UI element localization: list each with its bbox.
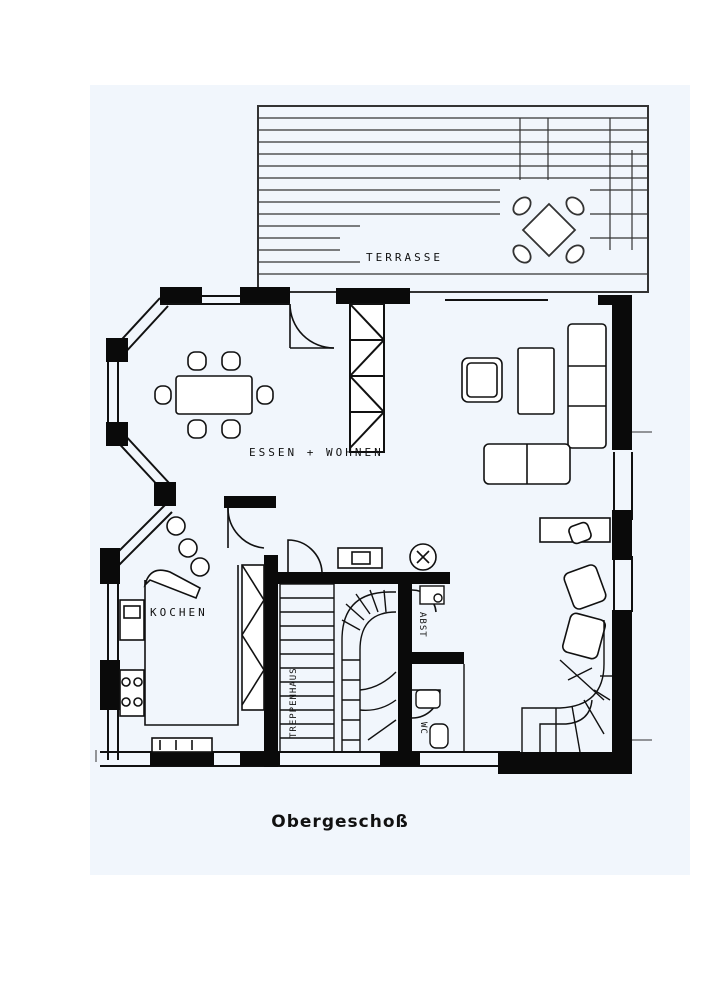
terrace-decking bbox=[258, 117, 648, 275]
stairwell-label: TREPPENHAUS bbox=[289, 667, 299, 738]
main-staircase bbox=[279, 583, 397, 753]
solid-walls bbox=[100, 287, 632, 774]
living-furniture bbox=[461, 323, 611, 660]
wc-label: WC bbox=[418, 722, 428, 735]
dining-set bbox=[154, 351, 274, 439]
kitchen-label: KOCHEN bbox=[150, 606, 208, 619]
living-label: ESSEN + WOHNEN bbox=[249, 446, 384, 459]
utility-label: ABST bbox=[417, 612, 427, 638]
terrace-table bbox=[512, 196, 585, 264]
plan-caption: Obergeschoß bbox=[271, 812, 409, 832]
dimension-ticks bbox=[95, 431, 652, 762]
hall-items bbox=[337, 543, 437, 571]
terrace-label: TERRASSE bbox=[366, 251, 443, 264]
fireplace-column bbox=[349, 303, 385, 453]
right-staircase bbox=[521, 620, 612, 753]
wc-fixtures bbox=[415, 585, 465, 752]
terrace bbox=[257, 105, 649, 293]
kitchen-counter bbox=[119, 516, 265, 753]
